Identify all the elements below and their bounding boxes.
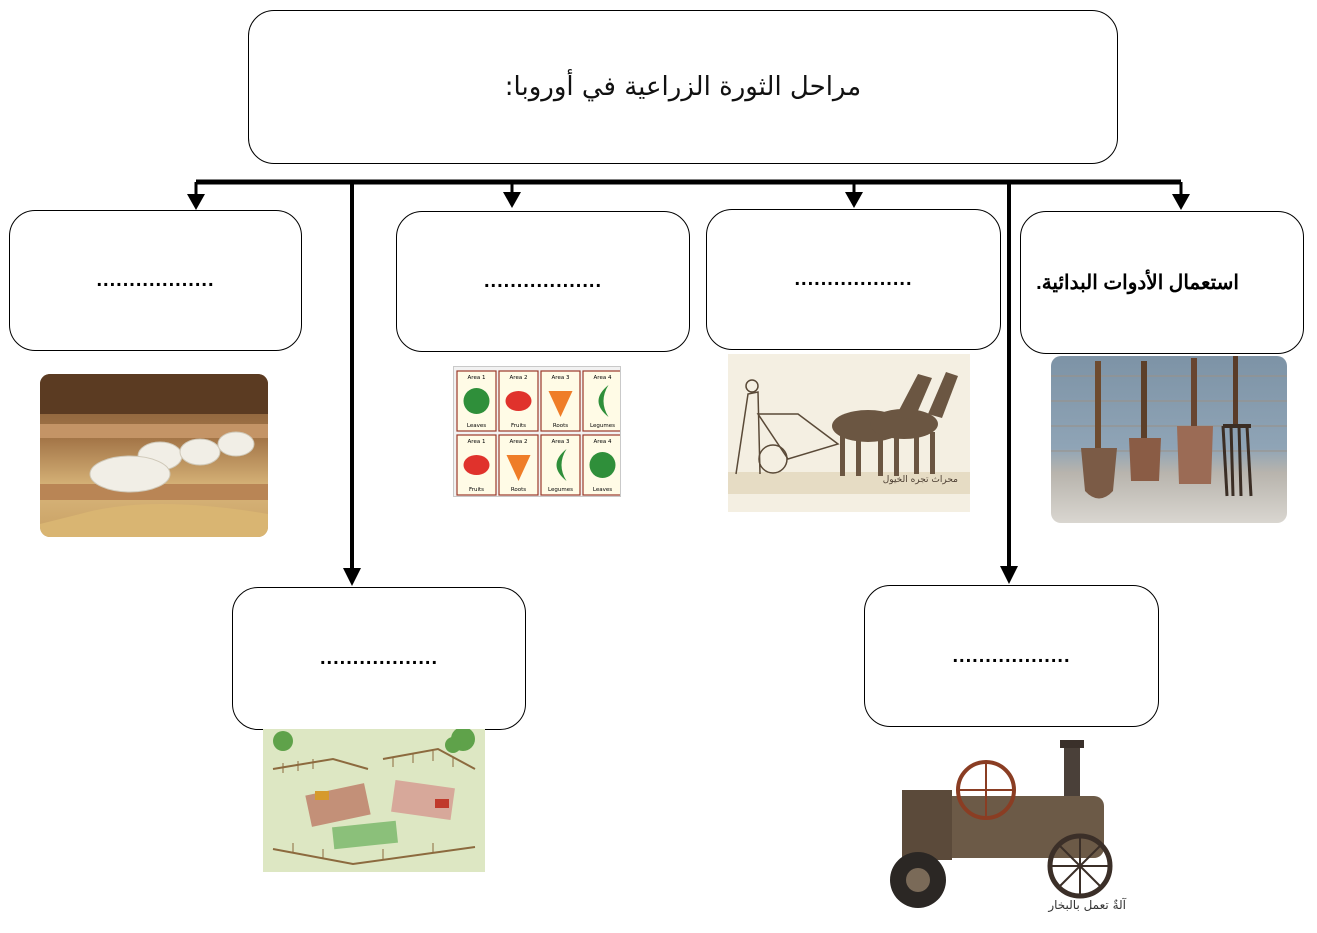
rotation-cell: Area 3 Roots [540, 370, 581, 432]
rotation-crop-label: Fruits [511, 423, 526, 429]
rotation-crop-icon [463, 388, 490, 414]
arrowhead-stage-4 [503, 192, 521, 208]
arrowhead-stage-6 [187, 194, 205, 210]
rotation-crop-label: Roots [511, 487, 526, 493]
stage-box-6: .................. [9, 210, 302, 351]
stage-label-5: .................. [319, 647, 439, 669]
rotation-crop-label: Fruits [469, 487, 484, 493]
rotation-crop-label: Leaves [593, 487, 612, 493]
goats-illustration [40, 374, 268, 537]
goats-stable-photo [40, 374, 268, 537]
stage-label-1: استعمال الأدوات البدائية. [1036, 271, 1239, 294]
plough-caption: محراث تجره الخيول [883, 475, 958, 485]
rotation-crop-icon [506, 455, 531, 481]
horse-plough-drawing: محراث تجره الخيول [728, 354, 970, 512]
rotation-cell: Area 3 Legumes [540, 434, 581, 496]
rotation-area-label: Area 2 [510, 375, 528, 381]
rotation-cell: Area 4 Leaves [582, 434, 620, 496]
rotation-cell: Area 2 Fruits [498, 370, 539, 432]
title-box: مراحل الثورة الزراعية في أوروبا: [248, 10, 1118, 164]
rotation-crop-icon [505, 391, 532, 411]
hand-tools-photo [1051, 356, 1287, 523]
rotation-crop-label: Legumes [590, 423, 615, 429]
stage-box-2: .................. [706, 209, 1001, 350]
rotation-cell: Area 1 Fruits [456, 434, 497, 496]
stage-box-5: .................. [232, 587, 526, 730]
stage-label-4: .................. [483, 270, 603, 292]
rotation-area-label: Area 4 [594, 375, 612, 381]
steam-caption: آلةٌ تعمل بالبخار [1048, 898, 1126, 912]
tools-illustration [1051, 356, 1287, 499]
rotation-cell: Area 4 Legumes [582, 370, 620, 432]
stage-box-3: .................. [864, 585, 1159, 727]
field-illustration [263, 729, 485, 872]
rotation-area-label: Area 4 [594, 439, 612, 445]
stage-label-6: .................. [96, 269, 215, 291]
stage-box-1: استعمال الأدوات البدائية. [1020, 211, 1304, 354]
rotation-area-label: Area 3 [552, 375, 570, 381]
rotation-area-label: Area 1 [468, 375, 486, 381]
arrowhead-stage-3 [1000, 566, 1018, 584]
rotation-crop-icon [589, 452, 616, 478]
plough-illustration: محراث تجره الخيول [728, 372, 970, 494]
steam-tractor-photo: آلةٌ تعمل بالبخار [884, 740, 1132, 916]
diagram-title: مراحل الثورة الزراعية في أوروبا: [504, 72, 862, 102]
stage-label-3: .................. [952, 644, 1071, 667]
rotation-crop-label: Legumes [548, 487, 573, 493]
rotation-crop-icon [556, 449, 567, 481]
rotation-area-label: Area 2 [510, 439, 528, 445]
rotation-crop-icon [598, 385, 609, 417]
rotation-cell: Area 1 Leaves [456, 370, 497, 432]
steam-engine-illustration [890, 740, 1113, 908]
rotation-cell: Area 2 Roots [498, 434, 539, 496]
rotation-area-label: Area 3 [552, 439, 570, 445]
rotation-crop-label: Leaves [467, 423, 486, 429]
arrowhead-stage-5 [343, 568, 361, 586]
arrowhead-stage-2 [845, 192, 863, 208]
arrowhead-stage-1 [1172, 194, 1190, 210]
stage-box-4: .................. [396, 211, 690, 352]
rotation-crop-icon [463, 455, 490, 475]
rotation-area-label: Area 1 [468, 439, 486, 445]
rotation-crop-icon [548, 391, 573, 417]
fenced-field-drawing [263, 729, 485, 872]
stage-label-2: .................. [794, 268, 913, 290]
rotation-crop-label: Roots [553, 423, 568, 429]
